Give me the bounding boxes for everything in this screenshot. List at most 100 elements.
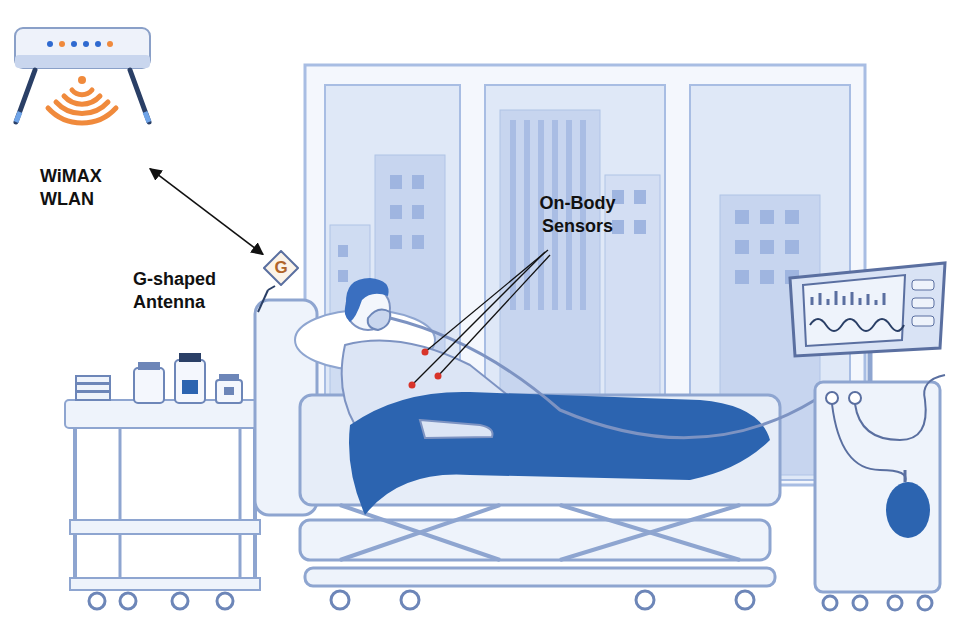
- hospital-bed-part: [736, 591, 754, 609]
- router-icon-part: [83, 41, 89, 47]
- on-body-sensors-part: [422, 349, 429, 356]
- supply-cart-part: [73, 428, 77, 590]
- supply-cart-part: [179, 353, 201, 362]
- patient-part: [368, 310, 391, 330]
- city-buildings-part: [735, 270, 749, 284]
- patient: [295, 278, 815, 515]
- router-icon-part: [15, 55, 150, 68]
- city-buildings-part: [760, 270, 774, 284]
- vital-monitor-part: [812, 291, 884, 305]
- ventilator-machine-part: [904, 470, 907, 482]
- on-body-sensors: [409, 349, 442, 389]
- hospital-bed-part: [401, 591, 419, 609]
- ventilator-machine-part: [849, 392, 861, 404]
- hospital-bed-part: [340, 505, 500, 560]
- city-buildings-part: [338, 245, 348, 257]
- city-buildings-part: [412, 175, 424, 189]
- ventilator-machine-part: [853, 596, 867, 610]
- router-icon-part: [15, 28, 150, 68]
- supply-cart-part: [175, 360, 205, 403]
- city-buildings-part: [785, 240, 799, 254]
- patient-part: [420, 420, 493, 438]
- supply-cart-part: [89, 593, 105, 609]
- router-icon-part: [145, 112, 149, 122]
- router-icon-part: [95, 41, 101, 47]
- wifi-waves-part: [72, 90, 92, 95]
- router-icon-part: [16, 70, 35, 122]
- wifi-waves-part: [48, 108, 116, 123]
- router-icon-part: [107, 41, 113, 47]
- supply-cart-part: [182, 380, 198, 394]
- supply-cart-part: [76, 384, 110, 391]
- router-icon-part: [16, 112, 20, 122]
- supply-cart-part: [70, 578, 260, 590]
- hospital-bed-part: [560, 505, 740, 560]
- supply-cart-part: [216, 380, 242, 403]
- hospital-bed-part: [636, 591, 654, 609]
- hospital-bed: [255, 286, 780, 609]
- city-buildings-part: [580, 120, 586, 310]
- antenna-letter: G: [263, 256, 299, 279]
- ventilator-machine-part: [815, 382, 940, 592]
- wifi-waves: [48, 76, 116, 123]
- supply-cart-part: [65, 400, 265, 428]
- hospital-bed-part: [300, 520, 770, 560]
- vital-monitor-part: [912, 316, 934, 326]
- hospital-bed-part: [305, 568, 775, 586]
- supply-cart-part: [219, 374, 239, 381]
- wifi-waves-part: [78, 76, 86, 84]
- city-buildings-part: [760, 240, 774, 254]
- city-buildings-part: [412, 235, 424, 249]
- vital-monitor-part: [790, 263, 945, 356]
- link-arrow: [150, 169, 263, 255]
- vital-monitor-part: [912, 298, 934, 308]
- antenna-label: G-shaped Antenna: [133, 268, 251, 314]
- router-icon-part: [47, 41, 53, 47]
- sensor-leaders-part: [425, 250, 548, 352]
- city-buildings-part: [390, 205, 402, 219]
- city-buildings-part: [634, 190, 646, 204]
- supply-cart-part: [239, 428, 242, 590]
- hospital-bed-part: [340, 505, 500, 560]
- ventilator-machine-part: [886, 482, 930, 538]
- city-buildings-part: [612, 220, 624, 234]
- vital-monitor-part: [868, 352, 873, 385]
- vital-monitor-part: [803, 275, 905, 346]
- supply-cart-part: [172, 593, 188, 609]
- callout-label: On-Body Sensors: [510, 192, 645, 238]
- supply-cart-part: [76, 392, 110, 400]
- on-body-sensors-part: [409, 382, 416, 389]
- city-buildings-part: [785, 210, 799, 224]
- hospital-bed-part: [560, 505, 740, 560]
- city-buildings-part: [390, 175, 402, 189]
- supply-cart-part: [224, 387, 234, 395]
- sensor-leaders: [412, 250, 550, 385]
- city-buildings-part: [552, 120, 558, 310]
- ventilator-machine-part: [855, 375, 945, 440]
- wifi-waves-part: [64, 96, 100, 104]
- supply-cart-part: [120, 593, 136, 609]
- ventilator-machine-part: [826, 392, 838, 404]
- patient-part: [390, 318, 815, 438]
- supply-cart-part: [119, 428, 122, 590]
- sensor-leaders-part: [412, 252, 545, 385]
- hospital-bed-part: [258, 290, 268, 312]
- city-buildings-part: [390, 235, 402, 249]
- ventilator-machine: [815, 375, 945, 610]
- city-buildings-part: [338, 270, 348, 282]
- antenna-node: GG-shaped Antenna: [263, 250, 299, 286]
- city-buildings-part: [566, 120, 572, 310]
- supply-cart-part: [76, 376, 110, 383]
- ventilator-machine-part: [888, 596, 902, 610]
- vital-monitor: [790, 263, 945, 385]
- supply-cart-part: [138, 362, 160, 370]
- city-buildings-part: [735, 210, 749, 224]
- router-icon-part: [130, 70, 149, 122]
- city-buildings-part: [412, 205, 424, 219]
- supply-cart: [65, 353, 265, 609]
- supply-cart-part: [217, 593, 233, 609]
- city-buildings-part: [735, 240, 749, 254]
- diamond-shape: [264, 251, 298, 285]
- ventilator-machine-part: [918, 596, 932, 610]
